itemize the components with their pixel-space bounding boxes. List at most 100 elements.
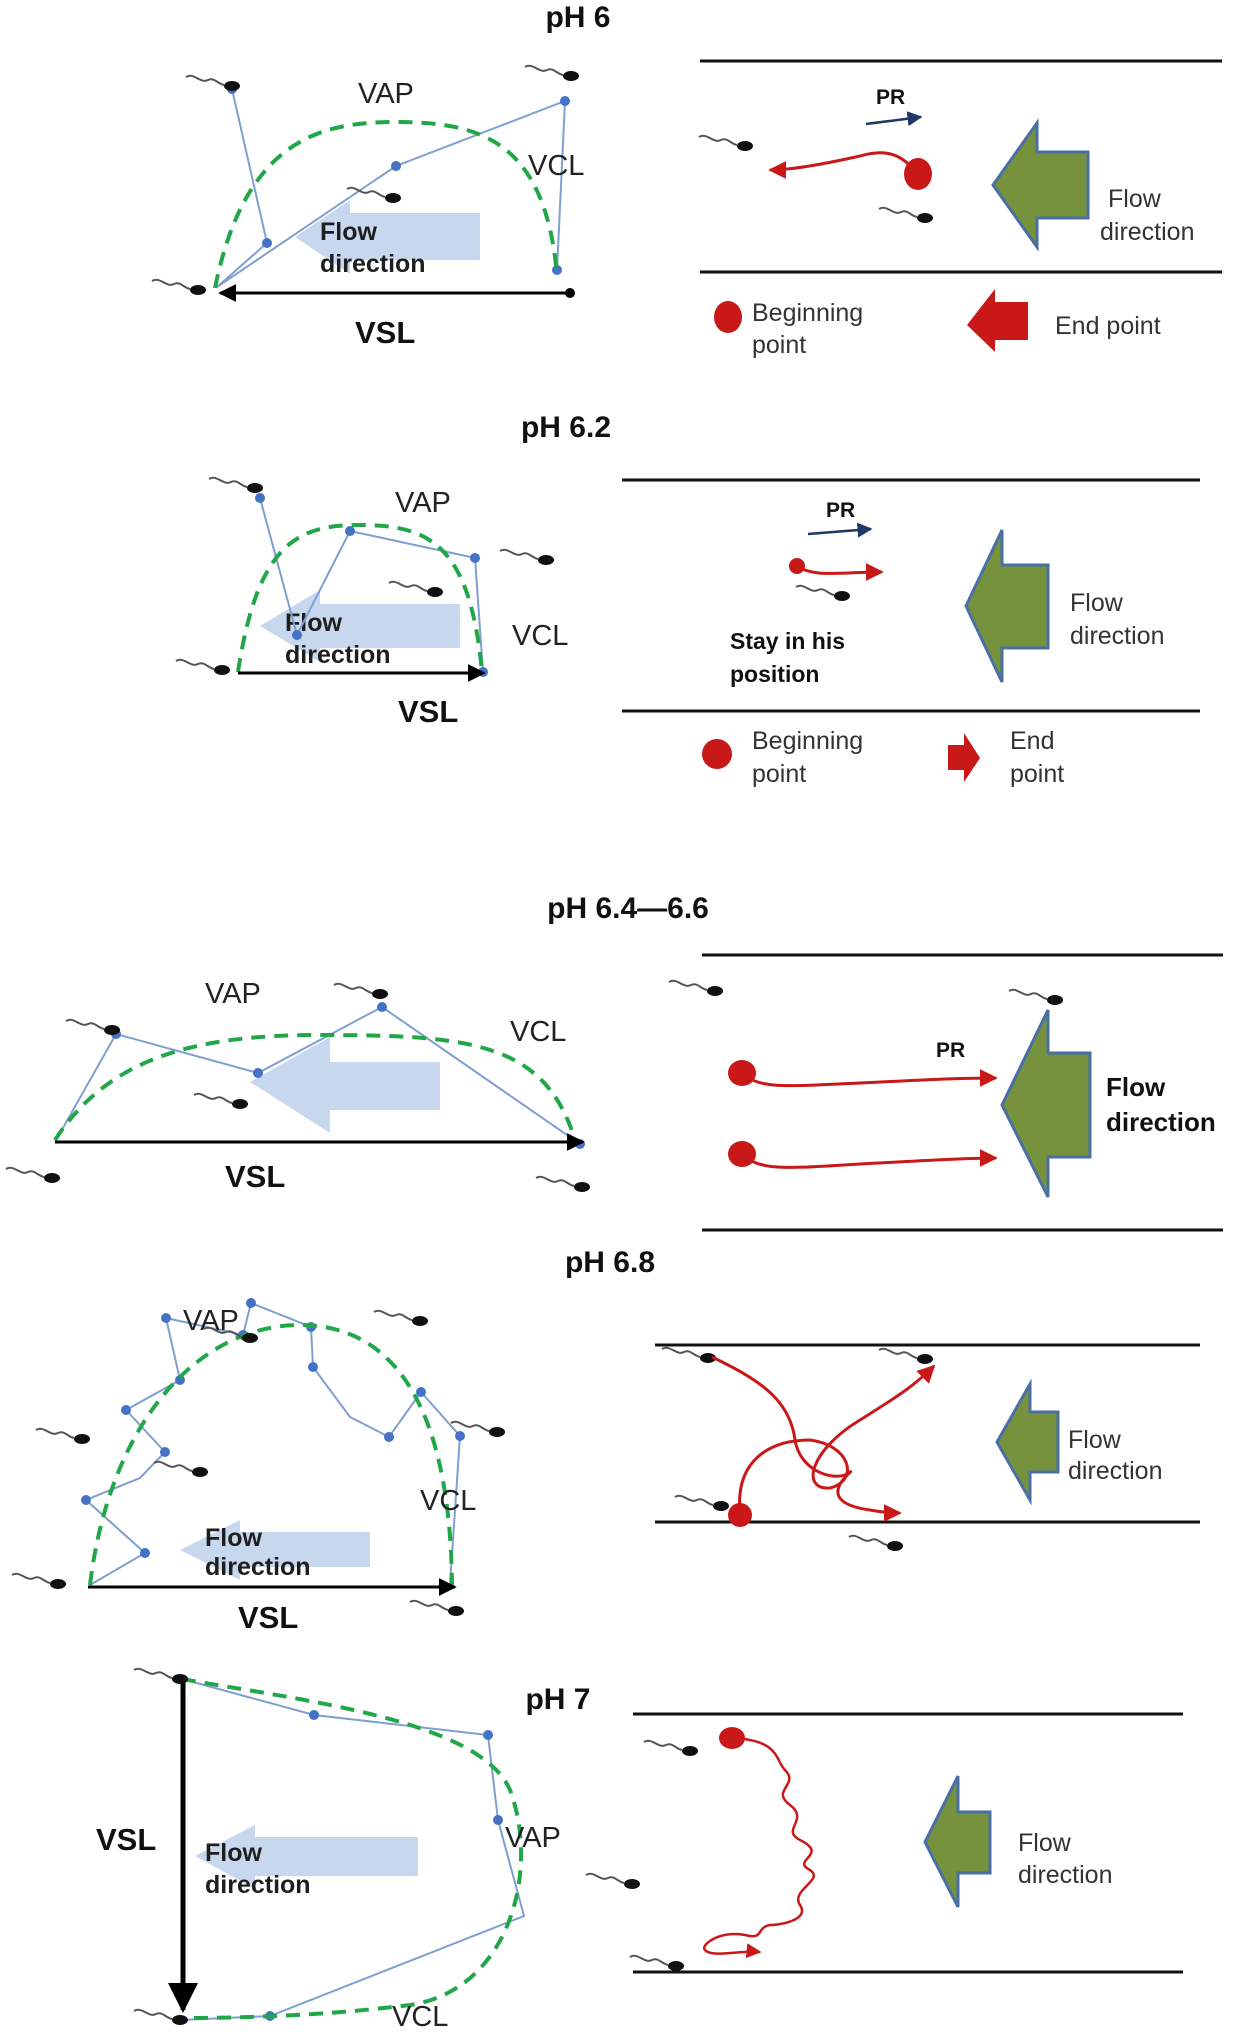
end-point-icon bbox=[948, 733, 980, 782]
trajectory-path bbox=[738, 1364, 936, 1514]
sperm-icon bbox=[193, 1092, 249, 1110]
panel-title: pH 6.4—6.6 bbox=[547, 892, 709, 925]
panel-title: pH 6.2 bbox=[521, 411, 611, 444]
panel-title: pH 6.8 bbox=[565, 1246, 655, 1279]
beginning-point-icon bbox=[702, 739, 732, 769]
sperm-icon bbox=[661, 1346, 717, 1364]
flow-label: direction bbox=[1070, 622, 1165, 650]
panel-ph68: pH 6.8 Flow direction VAP VCL VSL bbox=[11, 1246, 1200, 1635]
flow-label: direction bbox=[205, 1553, 311, 1581]
flow-label: Flow bbox=[1108, 185, 1162, 213]
sperm-icon bbox=[133, 1667, 189, 1685]
sperm-icon bbox=[346, 186, 402, 204]
flow-direction-arrow-icon bbox=[1000, 1009, 1092, 1198]
flow-label: direction bbox=[1100, 218, 1195, 246]
flow-label: Flow bbox=[1068, 1426, 1122, 1454]
flow-label: Flow bbox=[1106, 1072, 1166, 1102]
beginning-point-icon bbox=[719, 1727, 745, 1749]
note-label: position bbox=[730, 661, 819, 687]
flow-label: direction bbox=[1068, 1457, 1163, 1485]
vcl-label: VCL bbox=[510, 1016, 566, 1048]
sperm-icon bbox=[153, 1460, 209, 1478]
vsl-label: VSL bbox=[96, 1822, 156, 1857]
flow-label: direction bbox=[320, 250, 426, 278]
vcl-label: VCL bbox=[512, 620, 568, 652]
vap-label: VAP bbox=[358, 78, 414, 110]
sperm-icon bbox=[388, 580, 444, 598]
end-point-icon bbox=[967, 289, 1028, 352]
vcl-points bbox=[81, 1298, 465, 1558]
flow-label: direction bbox=[285, 641, 391, 669]
sperm-icon bbox=[585, 1872, 641, 1890]
legend-end-label: point bbox=[1010, 760, 1064, 788]
sperm-icon bbox=[65, 1018, 121, 1036]
sperm-icon bbox=[629, 1954, 685, 1972]
sperm-icon bbox=[35, 1427, 91, 1445]
flow-label: Flow bbox=[1070, 589, 1124, 617]
vcl-label: VCL bbox=[420, 1485, 476, 1517]
pr-arrow bbox=[807, 522, 873, 538]
sperm-icon bbox=[668, 979, 724, 997]
flow-direction-arrow-icon bbox=[295, 200, 480, 274]
sperm-icon bbox=[409, 1599, 465, 1617]
beginning-point-icon bbox=[714, 301, 742, 333]
flow-label: direction bbox=[1106, 1107, 1216, 1137]
beginning-point-icon bbox=[728, 1503, 752, 1527]
pr-label: PR bbox=[826, 499, 855, 522]
vsl-label: VSL bbox=[238, 1600, 298, 1635]
flow-direction-arrow-icon bbox=[995, 1378, 1060, 1506]
sperm-icon bbox=[1008, 988, 1064, 1006]
pr-label: PR bbox=[936, 1039, 965, 1062]
panel-ph6: pH 6 Flow direction VAP VCL VSL PR bbox=[151, 1, 1222, 359]
flow-label: direction bbox=[1018, 1861, 1113, 1889]
sperm-icon bbox=[175, 658, 231, 676]
vcl-label: VCL bbox=[528, 150, 584, 182]
vap-label: VAP bbox=[183, 1305, 239, 1337]
flow-label: Flow bbox=[205, 1524, 262, 1552]
vsl-label: VSL bbox=[398, 694, 458, 729]
legend-begin-label: Beginning bbox=[752, 299, 863, 327]
flow-label: Flow bbox=[205, 1839, 262, 1867]
flow-direction-arrow-icon bbox=[250, 1037, 440, 1133]
trajectory-path bbox=[768, 151, 919, 179]
legend-end-label: End bbox=[1010, 727, 1054, 755]
panel-ph64-66: pH 6.4—6.6 VAP VCL VSL PR Flow direction bbox=[5, 892, 1223, 1232]
sperm-icon bbox=[524, 64, 580, 82]
legend-end-label: End point bbox=[1055, 312, 1161, 340]
vsl-label: VSL bbox=[355, 315, 415, 350]
vap-curve bbox=[213, 119, 559, 289]
sperm-icon bbox=[674, 1494, 730, 1512]
sperm-icon bbox=[208, 476, 264, 494]
flow-label: direction bbox=[205, 1871, 311, 1899]
vap-label: VAP bbox=[205, 978, 261, 1010]
sperm-icon bbox=[185, 74, 241, 92]
panel-title: pH 7 bbox=[525, 1683, 590, 1716]
flow-direction-arrow-icon bbox=[195, 1825, 418, 1889]
vcl-points bbox=[255, 493, 488, 677]
note-label: Stay in his bbox=[730, 628, 845, 654]
pr-arrow bbox=[865, 111, 923, 127]
trajectory-path bbox=[740, 1149, 998, 1169]
panel-title: pH 6 bbox=[545, 1, 610, 34]
legend-begin-label: point bbox=[752, 331, 806, 359]
trajectory-path bbox=[703, 1736, 815, 1959]
sperm-icon bbox=[878, 1347, 934, 1365]
sperm-icon bbox=[499, 548, 555, 566]
flow-direction-arrow-icon bbox=[180, 1520, 370, 1580]
sperm-icon bbox=[878, 206, 934, 224]
sperm-icon bbox=[373, 1309, 429, 1327]
flow-label: Flow bbox=[1018, 1829, 1072, 1857]
sperm-icon bbox=[133, 2008, 189, 2026]
sperm-icon bbox=[5, 1166, 61, 1184]
panel-ph62: pH 6.2 Flow direction VAP VCL VSL PR Sta… bbox=[175, 411, 1200, 788]
vap-label: VAP bbox=[505, 1822, 561, 1854]
sperm-icon bbox=[848, 1534, 904, 1552]
trajectory-path bbox=[796, 563, 884, 582]
flow-direction-arrow-icon bbox=[991, 118, 1090, 252]
vcl-path bbox=[216, 88, 567, 288]
vap-curve bbox=[88, 1322, 454, 1586]
beginning-point-icon bbox=[728, 1060, 756, 1086]
sperm-icon bbox=[151, 278, 207, 296]
legend-begin-label: Beginning bbox=[752, 727, 863, 755]
